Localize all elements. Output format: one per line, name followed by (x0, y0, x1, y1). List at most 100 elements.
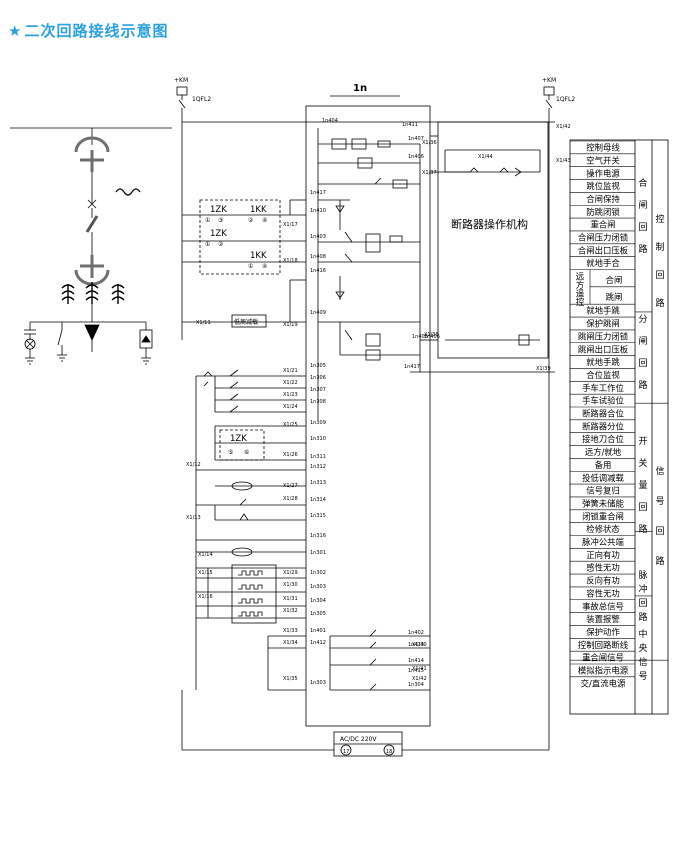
remote-label-char: 方 (576, 280, 585, 291)
zk-label-2: 1ZK (210, 229, 227, 239)
terminal-1n417: 1n417 (310, 190, 326, 196)
table-row-label: 就地手跳 (586, 306, 620, 316)
table-row-label: 保护动作 (586, 627, 620, 637)
pin-3-2: ⑥ (244, 449, 249, 456)
terminal-1n408: 1n408 (310, 254, 326, 260)
terminal-X1-28: X1/28 (283, 496, 298, 502)
table-row-label: 备用 (595, 460, 612, 470)
central-signal-wiring (267, 629, 430, 691)
table-row-label: 跳位监视 (586, 181, 620, 191)
breaker-mechanism-box (437, 121, 549, 359)
terminal-X1-16: X1/16 (198, 594, 213, 600)
zk-label-1: 1ZK (210, 205, 227, 215)
table-row-label: 合闸压力闭锁 (578, 233, 629, 243)
power-label: AC/DC 220V (340, 736, 377, 743)
group-trip-char: 闸 (638, 336, 647, 347)
terminal-X1-30: X1/30 (283, 582, 298, 588)
terminal-1n411: 1n411 (402, 122, 418, 128)
table-row-label: 脉冲公共端 (582, 537, 624, 547)
terminal-X1-11: X1/11 (196, 320, 211, 326)
terminal-X1-21: X1/21 (283, 368, 298, 374)
control-left-wiring (181, 140, 306, 340)
terminal-X1-33: X1/33 (283, 628, 298, 634)
terminal-1n310: 1n310 (310, 436, 326, 442)
terminal-1n302: 1n302 (310, 570, 326, 576)
terminal-1n402: 1n402 (408, 630, 424, 636)
terminal-1n403: 1n403 (310, 234, 326, 240)
table-row-label: 事故总信号 (582, 601, 624, 611)
terminal-X1-35: X1/35 (283, 676, 298, 682)
terminal-X1-12: X1/12 (186, 462, 201, 468)
table-row-label: 跳闸压力闭锁 (578, 331, 629, 341)
terminal-1n414: 1n414 (408, 658, 424, 664)
group-switch-char: 关 (638, 457, 647, 469)
remote-label-char: 远 (576, 273, 585, 283)
table-row-label: 操作电源 (586, 168, 620, 178)
power-pin-18: 18 (386, 749, 392, 755)
terminal-X1-27: X1/27 (283, 483, 298, 489)
terminal-1n410: 1n410 (310, 208, 326, 214)
table-row-label: 手车试验位 (582, 396, 624, 406)
table-row-label: 交/直流电源 (581, 678, 626, 688)
terminal-X1-38: X1/38 (424, 332, 439, 338)
pin-1-4: ④ (262, 217, 267, 224)
table-row-label: 就地手合 (586, 258, 620, 268)
table-row-label: 合闸保持 (586, 194, 620, 204)
power-pin-17: 17 (343, 749, 349, 755)
table-row-label: 跳闸出口压板 (578, 344, 629, 354)
terminal-X1-29: X1/29 (283, 570, 298, 576)
pin-2-3: ① (248, 263, 253, 270)
pin-3-1: ⑤ (228, 449, 233, 456)
km-plus-right: +KM (542, 77, 556, 84)
table-row-label: 重合闸 (590, 220, 615, 230)
terminal-X1-32: X1/32 (283, 608, 298, 614)
terminal-X1-36: X1/36 (422, 140, 437, 146)
terminal-X1-23: X1/23 (283, 392, 298, 398)
pin-1-3: ② (248, 217, 254, 224)
table-row-label: 闭锁重合闸 (582, 511, 624, 521)
terminal-1n405: 1n405 (412, 334, 428, 340)
terminal-1n407: 1n407 (408, 136, 424, 142)
km-plus-left: +KM (174, 77, 188, 84)
pin-2-4: ④ (262, 263, 267, 270)
table-row-label: 重合闸信号 (582, 653, 624, 663)
table-row-lines (570, 140, 635, 678)
table-row-label: 检修状态 (586, 524, 620, 534)
table-row-label: 保护跳闸 (586, 319, 620, 329)
star-icon: ★ (8, 22, 23, 40)
terminal-1n406: 1n406 (424, 334, 440, 340)
terminal-X1-22: X1/22 (283, 380, 298, 386)
kk-label-1: 1KK (250, 205, 267, 215)
title-text: 二次回路接线示意图 (24, 22, 169, 40)
terminal-X1-42: X1/42 (412, 676, 427, 682)
terminal-X1-34: X1/34 (283, 640, 298, 646)
group-pulse-char: 回 (638, 598, 647, 609)
terminal-1n308: 1n308 (310, 399, 326, 405)
device-1n-frame (305, 105, 431, 727)
low-freq-label: 低周减载 (234, 318, 258, 326)
group-central-char: 信 (638, 656, 647, 668)
terminal-labels: 1n4041n4111n4071n4061n4171n4101n4031n408… (186, 118, 571, 688)
table-row-label: 控制母线 (586, 143, 620, 153)
table-row-label: 跳闸 (606, 292, 623, 302)
group-central-char: 央 (638, 642, 647, 654)
group-switch-char: 路 (638, 523, 647, 535)
pin-1-1: ① (205, 217, 210, 224)
table-row-label: 合闸 (606, 275, 623, 285)
terminal-X1-19: X1/19 (283, 322, 298, 328)
group-trip-char: 分 (638, 314, 647, 325)
terminal-1n309: 1n309 (310, 420, 326, 426)
kk-label-2: 1KK (250, 251, 267, 261)
terminal-X1-31: X1/31 (283, 596, 298, 602)
pin-2-1: ① (205, 241, 210, 248)
terminal-1n406: 1n406 (408, 154, 424, 160)
table-row-label: 感性无功 (586, 563, 620, 573)
group-pulse-char: 路 (638, 611, 647, 623)
table-row-label: 合闸出口压板 (578, 245, 629, 255)
group-control-char: 路 (655, 297, 664, 309)
group-trip-char: 回 (638, 358, 647, 369)
group-central-char: 号 (638, 671, 647, 682)
group-control-char: 控 (655, 213, 664, 225)
pin-1-2: ③ (218, 217, 223, 224)
